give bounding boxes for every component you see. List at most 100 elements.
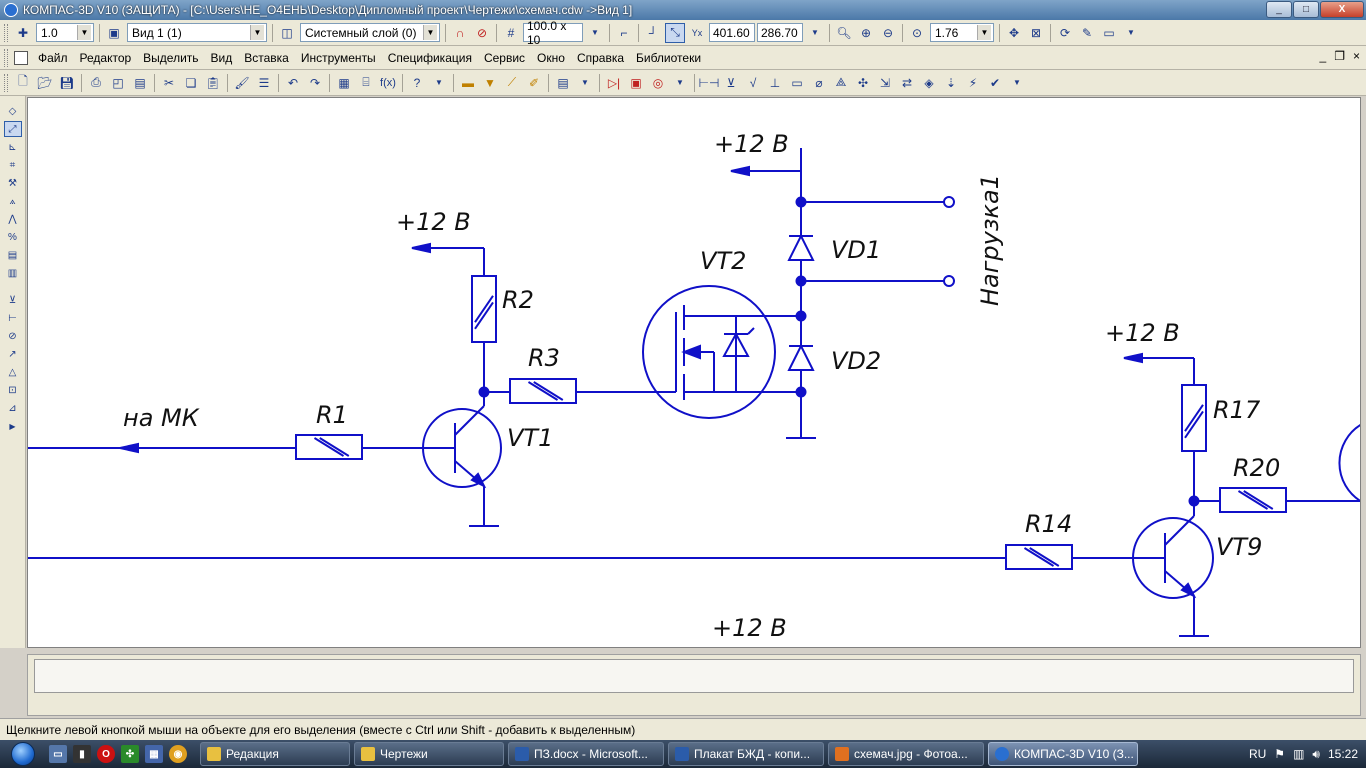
open-icon[interactable]: 📂︎ [37, 75, 53, 90]
media-icon[interactable]: ▮ [73, 745, 91, 763]
brush-icon[interactable]: ⟋ [507, 75, 517, 89]
leader-icon[interactable]: ⊻ [726, 75, 736, 90]
copy-icon[interactable]: ❏ [185, 75, 197, 90]
toolbar-grip[interactable] [4, 23, 8, 42]
measure-panel-icon[interactable]: ⋀ [8, 213, 17, 225]
report-panel-icon[interactable]: ⊻ [8, 294, 17, 306]
menu-service[interactable]: Сервис [483, 50, 526, 65]
snaps-off-icon[interactable]: ⊘ [476, 25, 488, 40]
network-icon[interactable]: ▥ [1293, 747, 1305, 761]
task-plakat[interactable]: Плакат БЖД - копи... [668, 742, 824, 766]
scale-combo[interactable]: 1.0 ▼ [36, 23, 94, 42]
properties-field[interactable] [34, 659, 1354, 693]
menu-help[interactable]: Справка [576, 50, 625, 65]
preview-icon[interactable]: ◰ [112, 75, 124, 90]
component-tool-icon[interactable]: ▣ [630, 75, 642, 90]
toolbar-grip[interactable] [4, 48, 8, 67]
pen-icon[interactable]: ✐ [528, 75, 540, 90]
doc-close-button[interactable]: × [1352, 49, 1360, 63]
properties-icon[interactable]: ✎ [1081, 25, 1093, 40]
undo-icon[interactable]: ↶ [287, 75, 299, 90]
geometry-icon[interactable]: ◇ [8, 105, 17, 117]
marker-icon[interactable]: ◈ [924, 75, 934, 90]
volume-icon[interactable]: 🔊︎ [1312, 746, 1320, 761]
print-icon[interactable]: ⎙ [91, 75, 101, 89]
list-icon[interactable]: ☰ [258, 75, 270, 90]
drawing-canvas[interactable]: +12 В +12 В +12 В +12 В R1 R2 R3 R14 R17… [27, 97, 1361, 648]
chevron-down-icon[interactable]: ▼ [977, 25, 991, 40]
format-brush-icon[interactable]: 🖌︎ [234, 75, 250, 90]
menu-select[interactable]: Выделить [143, 50, 199, 65]
paste-icon[interactable]: 📋︎ [205, 75, 221, 90]
doc-restore-button[interactable]: ❐ [1334, 49, 1345, 63]
textbox-icon[interactable]: ▭ [791, 75, 803, 90]
help-pointer-icon[interactable]: ? [413, 75, 421, 90]
screenshot-icon[interactable]: ▦ [145, 745, 163, 763]
zoom-combo[interactable]: 1.76 ▼ [930, 23, 994, 42]
close-button[interactable]: X [1320, 1, 1364, 18]
task-kompas[interactable]: КОМПАС-3D V10 (З... [988, 742, 1138, 766]
frame-panel-icon[interactable]: ⊡ [8, 384, 17, 396]
document-icon[interactable] [14, 50, 28, 65]
print-setup-icon[interactable]: ▤ [134, 75, 146, 90]
redo-icon[interactable]: ↷ [309, 75, 321, 90]
zoom-scale-icon[interactable]: ⊙ [911, 25, 923, 40]
local-cs-icon[interactable]: ⌐ [620, 25, 628, 40]
chevron-down-icon[interactable]: ▼ [811, 28, 819, 37]
menu-tools[interactable]: Инструменты [300, 50, 376, 65]
tray-flag-icon[interactable]: ⚑ [1274, 747, 1286, 761]
chevron-down-icon[interactable]: ▼ [581, 78, 589, 87]
layer-manager-icon[interactable]: ◫ [281, 25, 293, 40]
highlight-icon[interactable]: ▬ [462, 75, 474, 90]
show-desktop-icon[interactable]: ▭ [49, 745, 67, 763]
edit-panel-icon[interactable]: ⚒ [8, 177, 17, 189]
chevron-down-icon[interactable]: ▼ [423, 25, 437, 40]
axis-icon[interactable]: ✣ [857, 75, 869, 90]
start-button[interactable] [0, 740, 46, 768]
chrome-icon[interactable]: ◉ [169, 745, 187, 763]
view-manager-icon[interactable]: ▣ [108, 25, 120, 40]
new-file-icon[interactable]: 🗋 [18, 74, 28, 88]
magnet-icon[interactable]: ∩ [455, 25, 465, 40]
task-word[interactable]: ПЗ.docx - Microsoft... [508, 742, 664, 766]
check-icon[interactable]: ✔ [989, 75, 1001, 90]
menu-edit[interactable]: Редактор [79, 50, 132, 65]
round-icon[interactable]: ⤡ [665, 22, 685, 43]
libraries-panel-icon[interactable]: ⊿ [8, 402, 17, 414]
section-icon[interactable]: ⟁ [835, 75, 847, 89]
layer-combo[interactable]: Системный слой (0) ▼ [300, 23, 440, 42]
minimize-button[interactable]: _ [1266, 1, 1292, 18]
chevron-down-icon[interactable]: ▼ [1013, 78, 1021, 87]
task-redaktsiya[interactable]: Редакция [200, 742, 350, 766]
menu-specification[interactable]: Спецификация [387, 50, 472, 65]
snap-icon[interactable]: ✚ [17, 25, 29, 40]
menu-insert[interactable]: Вставка [244, 50, 289, 65]
maximize-button[interactable]: □ [1293, 1, 1319, 18]
triangle-panel-icon[interactable]: △ [8, 366, 17, 378]
tolerance-icon[interactable]: ⌀ [815, 75, 823, 90]
task-chertezhi[interactable]: Чертежи [354, 742, 504, 766]
grid-step-field[interactable]: 100.0 x 10 [523, 19, 583, 47]
grid-icon[interactable]: # [507, 25, 515, 40]
position-icon[interactable]: ⇣ [945, 75, 957, 90]
view-combo[interactable]: Вид 1 (1) ▼ [127, 23, 267, 42]
base-icon[interactable]: ⊥ [769, 75, 781, 90]
weld-icon[interactable]: ⚡︎ [968, 75, 978, 90]
parametrize-panel-icon[interactable]: ⟑ [9, 195, 16, 207]
angle-panel-icon[interactable]: ⊘ [8, 330, 17, 342]
language-indicator[interactable]: RU [1248, 747, 1267, 761]
tool-icon[interactable]: ✣ [121, 745, 139, 763]
arc-panel-icon[interactable]: ↗ [8, 348, 17, 360]
doc-minimize-button[interactable]: _ [1319, 49, 1327, 63]
panel-icon[interactable]: ▭ [1103, 25, 1115, 40]
opera-icon[interactable]: O [97, 745, 115, 763]
spec-panel-icon[interactable]: ▥ [7, 267, 18, 279]
refresh-icon[interactable]: ⟳ [1059, 25, 1071, 40]
symbols-panel-icon[interactable]: ⌗ [9, 159, 16, 171]
break-line-icon[interactable]: ⇄ [901, 75, 913, 90]
dimension-icon[interactable]: ⊢⊣ [698, 75, 720, 90]
chevron-down-icon[interactable]: ▼ [676, 78, 684, 87]
ortho-icon[interactable]: ┘ [648, 25, 658, 40]
chevron-down-icon[interactable]: ▼ [77, 25, 91, 40]
save-icon[interactable]: 💾︎ [59, 75, 75, 90]
